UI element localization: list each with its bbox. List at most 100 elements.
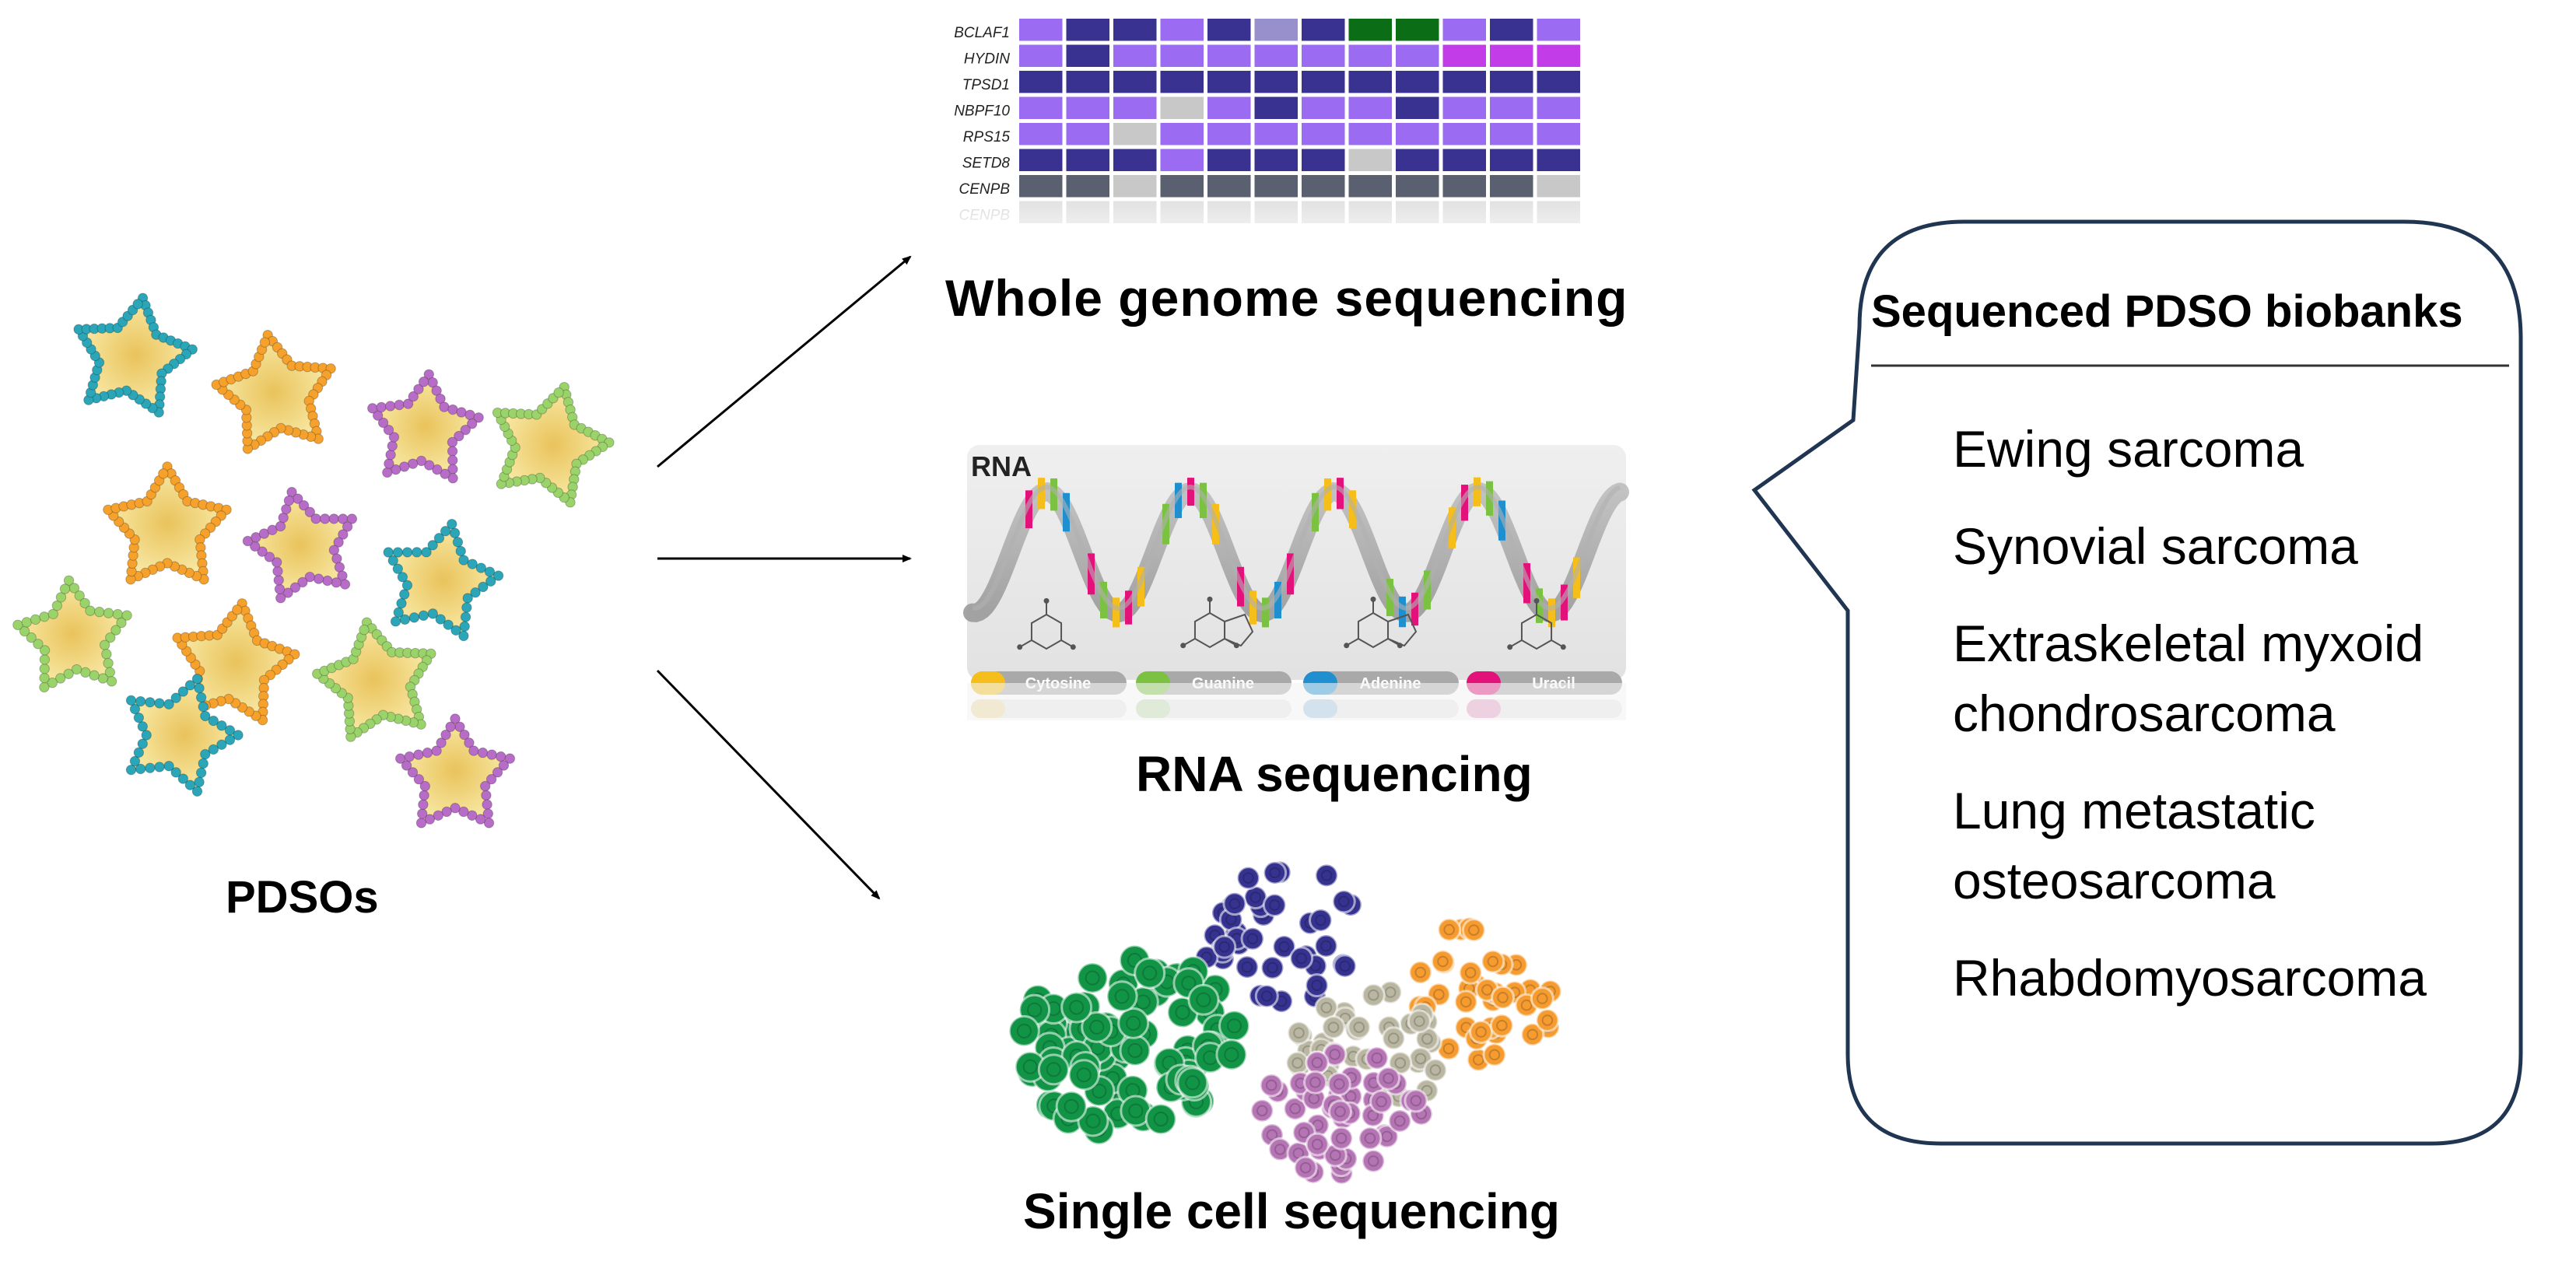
heatmap-fade: [934, 204, 1618, 255]
heatmap-cell: [1113, 123, 1157, 145]
organoid-star: [242, 486, 358, 604]
organoid-star: [125, 674, 244, 797]
heatmap-cell: [1442, 175, 1486, 198]
gene-label: RPS15: [963, 129, 1011, 145]
heatmap-cell: [1302, 19, 1345, 41]
pdsos-label: PDSOs: [226, 872, 379, 923]
heatmap-cell: [1019, 71, 1063, 93]
heatmap-cell: [1066, 71, 1109, 93]
heatmap-cell: [1207, 44, 1251, 67]
heatmap-cell: [1113, 175, 1157, 198]
heatmap-cell: [1066, 175, 1109, 198]
heatmap-cell: [1490, 19, 1533, 41]
heatmap-cell: [1396, 44, 1439, 67]
heatmap-cell: [1537, 44, 1580, 67]
heatmap-cell: [1490, 71, 1533, 93]
heatmap-cell: [1302, 175, 1345, 198]
heatmap-cell: [1019, 149, 1063, 171]
heatmap-cell: [1302, 44, 1345, 67]
heatmap-cell: [1348, 149, 1392, 171]
heatmap-cell: [1207, 123, 1251, 145]
heatmap-cell: [1396, 71, 1439, 93]
heatmap-cell: [1254, 175, 1298, 198]
heatmap-cell: [1160, 19, 1204, 41]
biobank-item: Synovial sarcoma: [1953, 517, 2358, 575]
biobank-item: Ewing sarcoma: [1953, 420, 2304, 478]
heatmap-cell: [1348, 44, 1392, 67]
cell-cluster-green: [1008, 944, 1250, 1146]
heatmap-cell: [1442, 19, 1486, 41]
heatmap-cell: [1490, 123, 1533, 145]
rna-panel-title: RNA: [971, 450, 1032, 482]
heatmap-cell: [1442, 149, 1486, 171]
whole-genome-sequencing-label: Whole genome sequencing: [945, 269, 1628, 327]
rna-helix: [963, 477, 1629, 628]
heatmap-cell: [1160, 123, 1204, 145]
heatmap-cell: [1254, 149, 1298, 171]
heatmap-cell: [1019, 123, 1063, 145]
heatmap-cell: [1442, 96, 1486, 119]
cell-cluster-navy: [1194, 860, 1363, 1014]
heatmap-cell: [1537, 96, 1580, 119]
heatmap-cell: [1066, 44, 1109, 67]
heatmap-cell: [1537, 123, 1580, 145]
gene-label: NBPF10: [954, 103, 1010, 120]
cell-cluster-pink: [1249, 1042, 1434, 1186]
heatmap-cell: [1302, 123, 1345, 145]
heatmap-cell: [1348, 19, 1392, 41]
biobank-callout-bubble: [1751, 219, 2523, 1146]
biobank-item: Rhabdomyosarcoma: [1953, 949, 2427, 1007]
heatmap-cell: [1066, 96, 1109, 119]
heatmap-cell: [1113, 149, 1157, 171]
pdso-organoids: [12, 292, 615, 828]
heatmap-cell: [1442, 123, 1486, 145]
heatmap-cell: [1537, 71, 1580, 93]
heatmap-cell: [1490, 175, 1533, 198]
biobank-list: Ewing sarcoma Synovial sarcoma Extraskel…: [1953, 414, 2544, 1040]
heatmap-cell: [1019, 19, 1063, 41]
organoid-star: [394, 713, 516, 828]
heatmap-cell: [1396, 96, 1439, 119]
mutation-heatmap: BCLAF1HYDINTPSD1NBPF10RPS15SETD8CENPBCEN…: [954, 19, 1580, 224]
single-cell-clusters: [1008, 860, 1563, 1186]
arrows: [656, 255, 912, 900]
heatmap-cell: [1113, 19, 1157, 41]
heatmap-cell: [1160, 96, 1204, 119]
gene-label: TPSD1: [962, 77, 1010, 93]
heatmap-cell: [1066, 19, 1109, 41]
heatmap-cell: [1254, 96, 1298, 119]
rna-sequencing-label: RNA sequencing: [1136, 746, 1533, 802]
heatmap-cell: [1442, 44, 1486, 67]
arrow-to-wgs: [657, 255, 912, 468]
heatmap-cell: [1302, 71, 1345, 93]
gene-label: CENPB: [959, 181, 1011, 198]
biobank-title: Sequenced PDSO biobanks: [1871, 286, 2463, 337]
nucleobase-structure: [1344, 596, 1418, 649]
organoid-star: [383, 518, 504, 642]
biobank-item: Extraskeletal myxoid chondrosarcoma: [1953, 615, 2424, 742]
heatmap-cell: [1537, 149, 1580, 171]
nucleobase-structure: [1180, 596, 1254, 649]
heatmap-cell: [1113, 96, 1157, 119]
heatmap-cell: [1066, 123, 1109, 145]
heatmap-cell: [1254, 71, 1298, 93]
heatmap-cell: [1348, 175, 1392, 198]
heatmap-cell: [1396, 175, 1439, 198]
heatmap-cell: [1348, 96, 1392, 119]
heatmap-cell: [1019, 175, 1063, 198]
heatmap-cell: [1348, 71, 1392, 93]
heatmap-cell: [1537, 175, 1580, 198]
organoid-star: [73, 292, 198, 418]
heatmap-cell: [1302, 149, 1345, 171]
heatmap-cell: [1442, 71, 1486, 93]
heatmap-cell: [1113, 71, 1157, 93]
heatmap-cell: [1160, 44, 1204, 67]
gene-label: SETD8: [962, 156, 1011, 172]
heatmap-cell: [1066, 149, 1109, 171]
heatmap-cell: [1254, 44, 1298, 67]
heatmap-cell: [1207, 96, 1251, 119]
heatmap-cell: [1254, 123, 1298, 145]
heatmap-cell: [1302, 96, 1345, 119]
rna-reflection: [967, 683, 1626, 720]
organoid-star: [492, 381, 615, 508]
